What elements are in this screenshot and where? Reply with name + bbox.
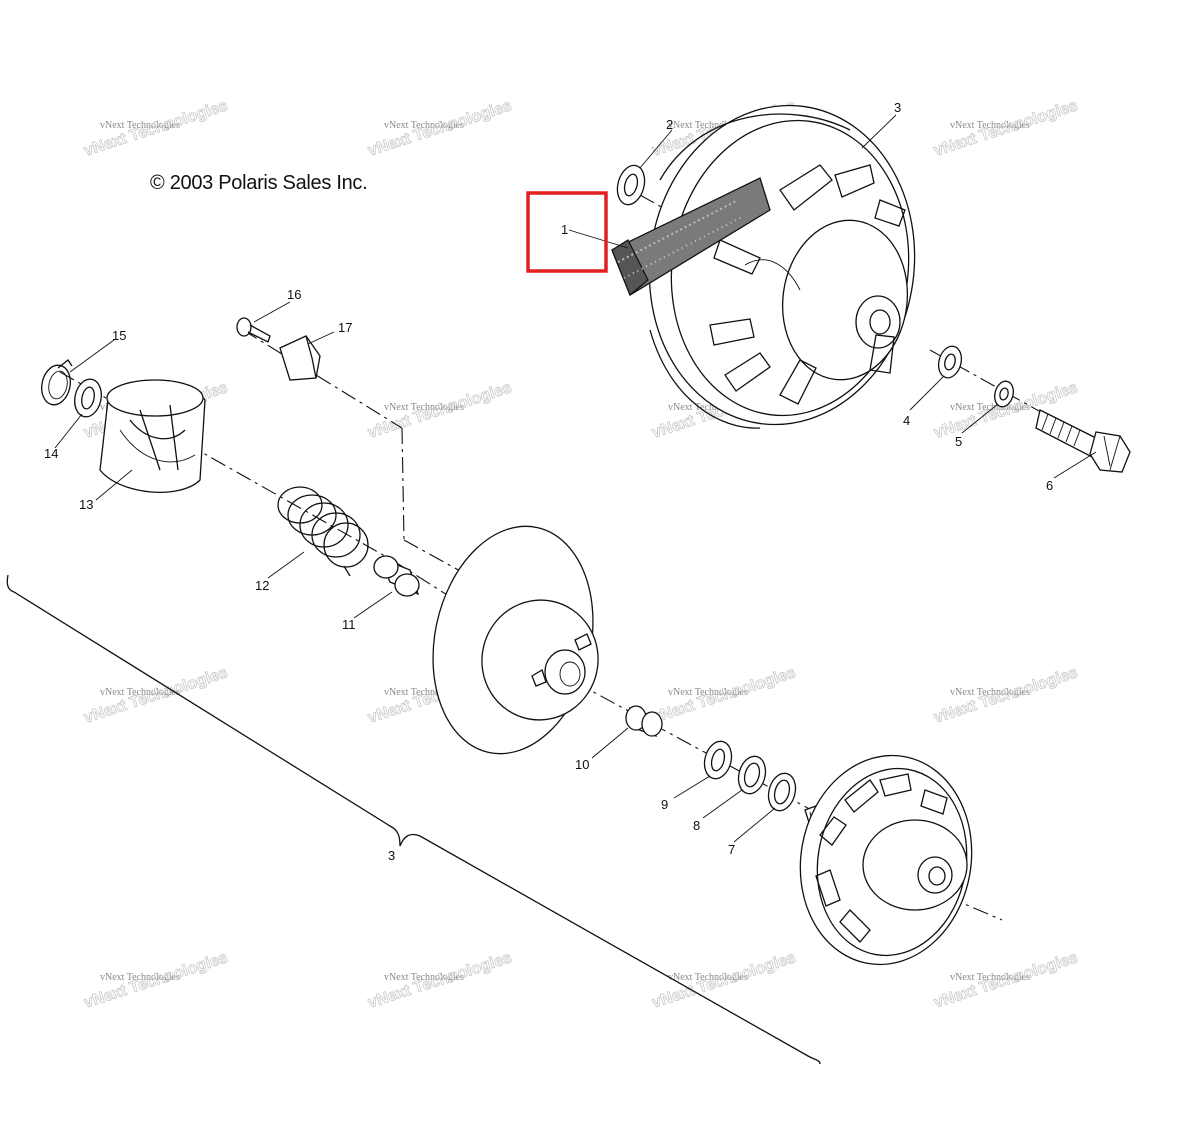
svg-text:vNext Technologies: vNext Technologies <box>384 972 464 983</box>
callout-5[interactable]: 5 <box>955 434 962 449</box>
callout-16[interactable]: 16 <box>287 287 301 302</box>
washer-8 <box>737 755 767 795</box>
spring-12 <box>277 486 369 577</box>
leader-lines <box>54 114 1097 843</box>
snap-ring-15 <box>41 359 73 406</box>
callout-6[interactable]: 6 <box>1046 478 1053 493</box>
svg-text:vNext Technologies: vNext Technologies <box>950 972 1030 983</box>
callout-17[interactable]: 17 <box>338 320 352 335</box>
watermark: vNext Technologies vNext Technologies <box>82 664 231 727</box>
assembly-bracket <box>6 574 821 1065</box>
svg-text:vNext Technologies: vNext Technologies <box>668 120 748 131</box>
callout-10[interactable]: 10 <box>575 757 589 772</box>
watermark: vNext Technologies vNext Technologies <box>932 97 1081 160</box>
svg-text:vNext Technologies: vNext Technologies <box>668 687 748 698</box>
watermark: vNext Technologies vNext Technologies <box>366 949 515 1012</box>
svg-text:vNext Technologies: vNext Technologies <box>950 120 1030 131</box>
watermark: vNext Technologies vNext Technologies <box>366 97 515 160</box>
callout-13[interactable]: 13 <box>79 497 93 512</box>
bushing-11 <box>373 555 420 597</box>
washer-14 <box>74 378 102 418</box>
svg-text:vNext Technologies: vNext Technologies <box>950 687 1030 698</box>
callout-4[interactable]: 4 <box>903 413 910 428</box>
callout-3-bracket[interactable]: 3 <box>388 848 395 863</box>
bolt-6 <box>1035 409 1131 473</box>
lock-washer-5 <box>994 380 1014 408</box>
svg-text:vNext Technologies: vNext Technologies <box>668 972 748 983</box>
callout-15[interactable]: 15 <box>112 328 126 343</box>
moveable-sheave <box>432 525 599 755</box>
washer-7 <box>767 772 797 812</box>
copyright-text: © 2003 Polaris Sales Inc. <box>150 172 368 194</box>
svg-text:vNext Technologies: vNext Technologies <box>384 120 464 131</box>
watermark: vNext Technologies vNext Technologies <box>366 379 515 442</box>
callout-11[interactable]: 11 <box>342 617 356 632</box>
svg-text:vNext Technologies: vNext Technologies <box>100 120 180 131</box>
callout-12[interactable]: 12 <box>255 578 269 593</box>
watermark: vNext Technologies vNext Technologies <box>932 949 1081 1012</box>
bushing-10 <box>625 705 663 738</box>
washer-2 <box>616 164 646 206</box>
callout-1[interactable]: 1 <box>561 222 568 237</box>
washer-9 <box>703 740 733 780</box>
highlight-box <box>526 191 608 273</box>
svg-text:vNext Technologies: vNext Technologies <box>950 402 1030 413</box>
callout-2[interactable]: 2 <box>666 117 673 132</box>
washer-4 <box>937 345 963 379</box>
stationary-sheave <box>799 754 973 966</box>
callouts: 1 2 3 4 5 6 7 8 9 10 11 12 13 14 15 16 1… <box>44 100 1053 863</box>
screw-16 <box>236 317 271 343</box>
watermark: vNext Technologies vNext Technologies <box>82 97 231 160</box>
callout-8[interactable]: 8 <box>693 818 700 833</box>
driven-sheave-top <box>648 104 916 429</box>
watermark: vNext Technologies vNext Technologies <box>82 949 231 1012</box>
callout-9[interactable]: 9 <box>661 797 668 812</box>
callout-3-top[interactable]: 3 <box>894 100 901 115</box>
watermark: vNext Technologies vNext Technologies <box>932 664 1081 727</box>
svg-text:vNext Technologies: vNext Technologies <box>100 972 180 983</box>
button-17 <box>279 335 321 381</box>
callout-14[interactable]: 14 <box>44 446 58 461</box>
callout-7[interactable]: 7 <box>728 842 735 857</box>
svg-text:vNext Technologies: vNext Technologies <box>668 402 748 413</box>
watermark: vNext Technologies vNext Technologies <box>650 949 799 1012</box>
cam-13 <box>99 379 206 493</box>
watermark: vNext Technologies vNext Technologies <box>650 664 799 727</box>
svg-text:vNext Technologies: vNext Technologies <box>384 687 464 698</box>
drive-belt <box>611 177 771 296</box>
svg-text:vNext Technologies: vNext Technologies <box>384 402 464 413</box>
svg-text:vNext Technologies: vNext Technologies <box>100 687 180 698</box>
